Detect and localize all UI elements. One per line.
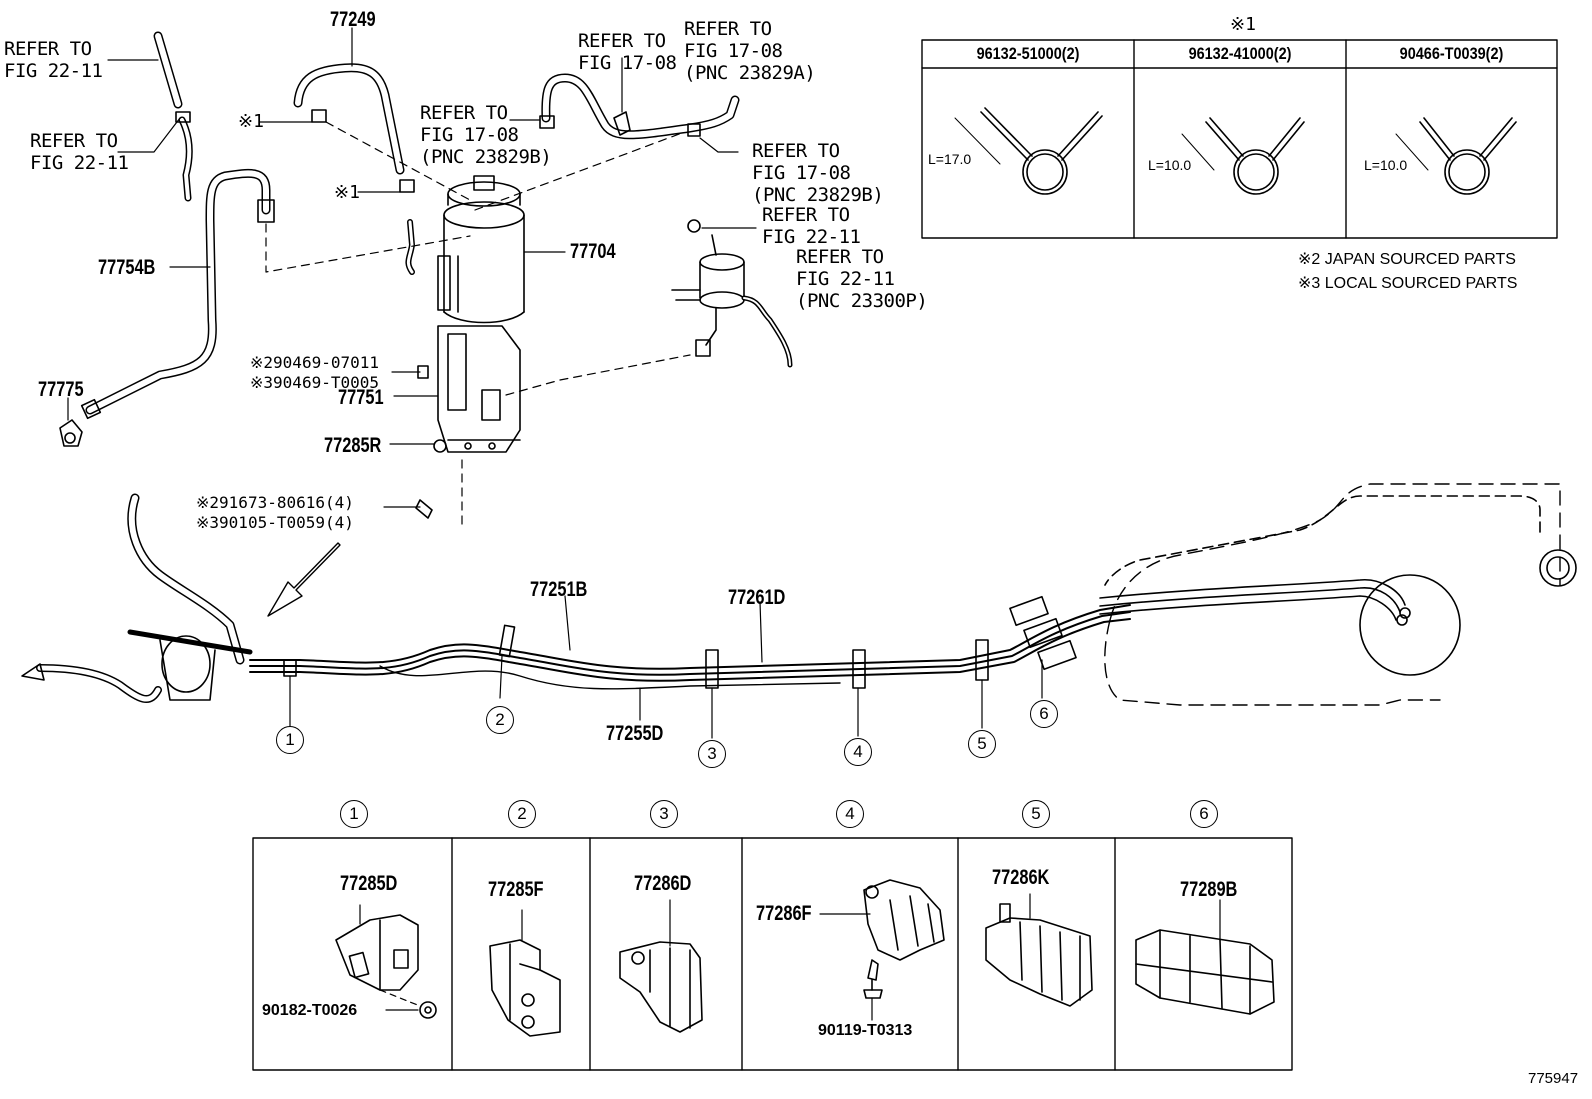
- clamp-part-77285F: 77285F: [488, 878, 544, 901]
- rear-lines: [1099, 495, 1577, 676]
- figure-id: 775947: [1528, 1070, 1579, 1087]
- clamp-sub-90119: 90119-T0313: [818, 1022, 913, 1039]
- part-77255D: 77255D: [606, 722, 664, 745]
- clamp-part-77286K: 77286K: [992, 866, 1050, 889]
- note-local: ※3 LOCAL SOURCED PARTS: [1298, 275, 1518, 292]
- part-77261D: 77261D: [728, 586, 786, 609]
- bolt-label-b: ※390469-T0005: [250, 373, 379, 392]
- nut-icon-77285R: [433, 439, 447, 453]
- clip-dim-2: L=10.0: [1148, 157, 1192, 173]
- refer-label-6: REFER TO FIG 17-08 (PNC 23829B): [752, 140, 884, 206]
- bolt-label-c: ※291673-80616(4): [196, 493, 354, 512]
- vent-hose-upper: [153, 31, 193, 202]
- canister-77704: [437, 175, 525, 324]
- clip-table-frame: [921, 39, 1558, 239]
- detail-callout-3: 3: [650, 800, 678, 828]
- clamp-77289B-drawing: [1135, 899, 1275, 1015]
- part-77285R: 77285R: [324, 434, 382, 457]
- clamp-77285D-drawing: [335, 904, 437, 1019]
- clamp-part-77289B: 77289B: [1180, 878, 1238, 901]
- clamp-77286K-drawing: [985, 893, 1093, 1007]
- note-japan: ※2 JAPAN SOURCED PARTS: [1298, 251, 1516, 268]
- callout-6: 6: [1030, 700, 1058, 728]
- clip-col-3: 90466-T0039(2): [1399, 44, 1504, 63]
- detail-callout-5: 5: [1022, 800, 1050, 828]
- callout-1: 1: [276, 726, 304, 754]
- leader-77261D: [759, 601, 763, 663]
- fuel-tank-outline: [1104, 483, 1561, 706]
- detail-callout-6: 6: [1190, 800, 1218, 828]
- bolt-label-d: ※390105-T0059(4): [196, 513, 354, 532]
- clip-col-1: 96132-51000(2): [976, 44, 1080, 63]
- hose-77249: [293, 63, 415, 275]
- mark-1b: ※1: [334, 182, 360, 203]
- clamp-77286D-drawing: [619, 899, 703, 1033]
- mark-1a: ※1: [238, 111, 264, 132]
- part-77775: 77775: [38, 378, 84, 401]
- clamp-77286F-drawing: [819, 879, 945, 1021]
- part-77251B: 77251B: [530, 578, 588, 601]
- clip-spring-3: [1395, 117, 1517, 195]
- leader-refer-6: [699, 137, 739, 153]
- clamp-detail-frame: [252, 837, 1293, 1071]
- clip-77775: [59, 419, 83, 447]
- fuel-line-bundle: [21, 493, 1131, 703]
- part-77754B: 77754B: [98, 256, 156, 279]
- callout-3: 3: [698, 740, 726, 768]
- refer-label-7: REFER TO FIG 22-11: [762, 204, 861, 248]
- callout-2: 2: [486, 706, 514, 734]
- part-77704: 77704: [570, 240, 616, 263]
- clip-spring-1: [954, 107, 1103, 195]
- callout-leaders: [289, 655, 1043, 739]
- refer-label-3: REFER TO FIG 17-08: [578, 30, 677, 74]
- leader-refer-2: [117, 117, 181, 153]
- clip-col-2: 96132-41000(2): [1188, 44, 1292, 63]
- clip-dim-3: L=10.0: [1364, 157, 1408, 173]
- refer-label-4: REFER TO FIG 17-08 (PNC 23829A): [684, 18, 816, 84]
- refer-label-2: REFER TO FIG 22-11: [30, 130, 129, 174]
- clamp-part-77285D: 77285D: [340, 872, 398, 895]
- leader-77251B: [564, 595, 571, 651]
- detail-callout-2: 2: [508, 800, 536, 828]
- part-77751: 77751: [338, 386, 384, 409]
- hose-fig17: [539, 73, 740, 140]
- direction-arrow: [267, 542, 341, 617]
- clamp-77285F-drawing: [489, 909, 561, 1037]
- clamp-part-77286F: 77286F: [756, 902, 812, 925]
- clip-table-mark: ※1: [1230, 14, 1256, 35]
- refer-label-5: REFER TO FIG 17-08 (PNC 23829B): [420, 102, 552, 168]
- detail-callout-1: 1: [340, 800, 368, 828]
- bolt-icon-a: [417, 365, 429, 379]
- pump-assembly: [671, 219, 793, 368]
- part-77249: 77249: [330, 8, 376, 31]
- refer-label-8: REFER TO FIG 22-11 (PNC 23300P): [796, 246, 928, 312]
- clip-dim-1: L=17.0: [928, 151, 972, 167]
- bolt-label-a: ※290469-07011: [250, 353, 379, 372]
- callout-5: 5: [968, 730, 996, 758]
- clamp-part-77286D: 77286D: [634, 872, 692, 895]
- dashed-guides: [265, 121, 691, 531]
- hose-77754B: [80, 168, 275, 420]
- callout-4: 4: [844, 738, 872, 766]
- clamp-sub-90182: 90182-T0026: [262, 1002, 358, 1019]
- refer-label-1: REFER TO FIG 22-11: [4, 38, 103, 82]
- detail-callout-4: 4: [836, 800, 864, 828]
- clip-spring-2: [1181, 117, 1305, 195]
- bolt-icon-cd: [415, 499, 433, 519]
- bracket-77751: [437, 325, 521, 453]
